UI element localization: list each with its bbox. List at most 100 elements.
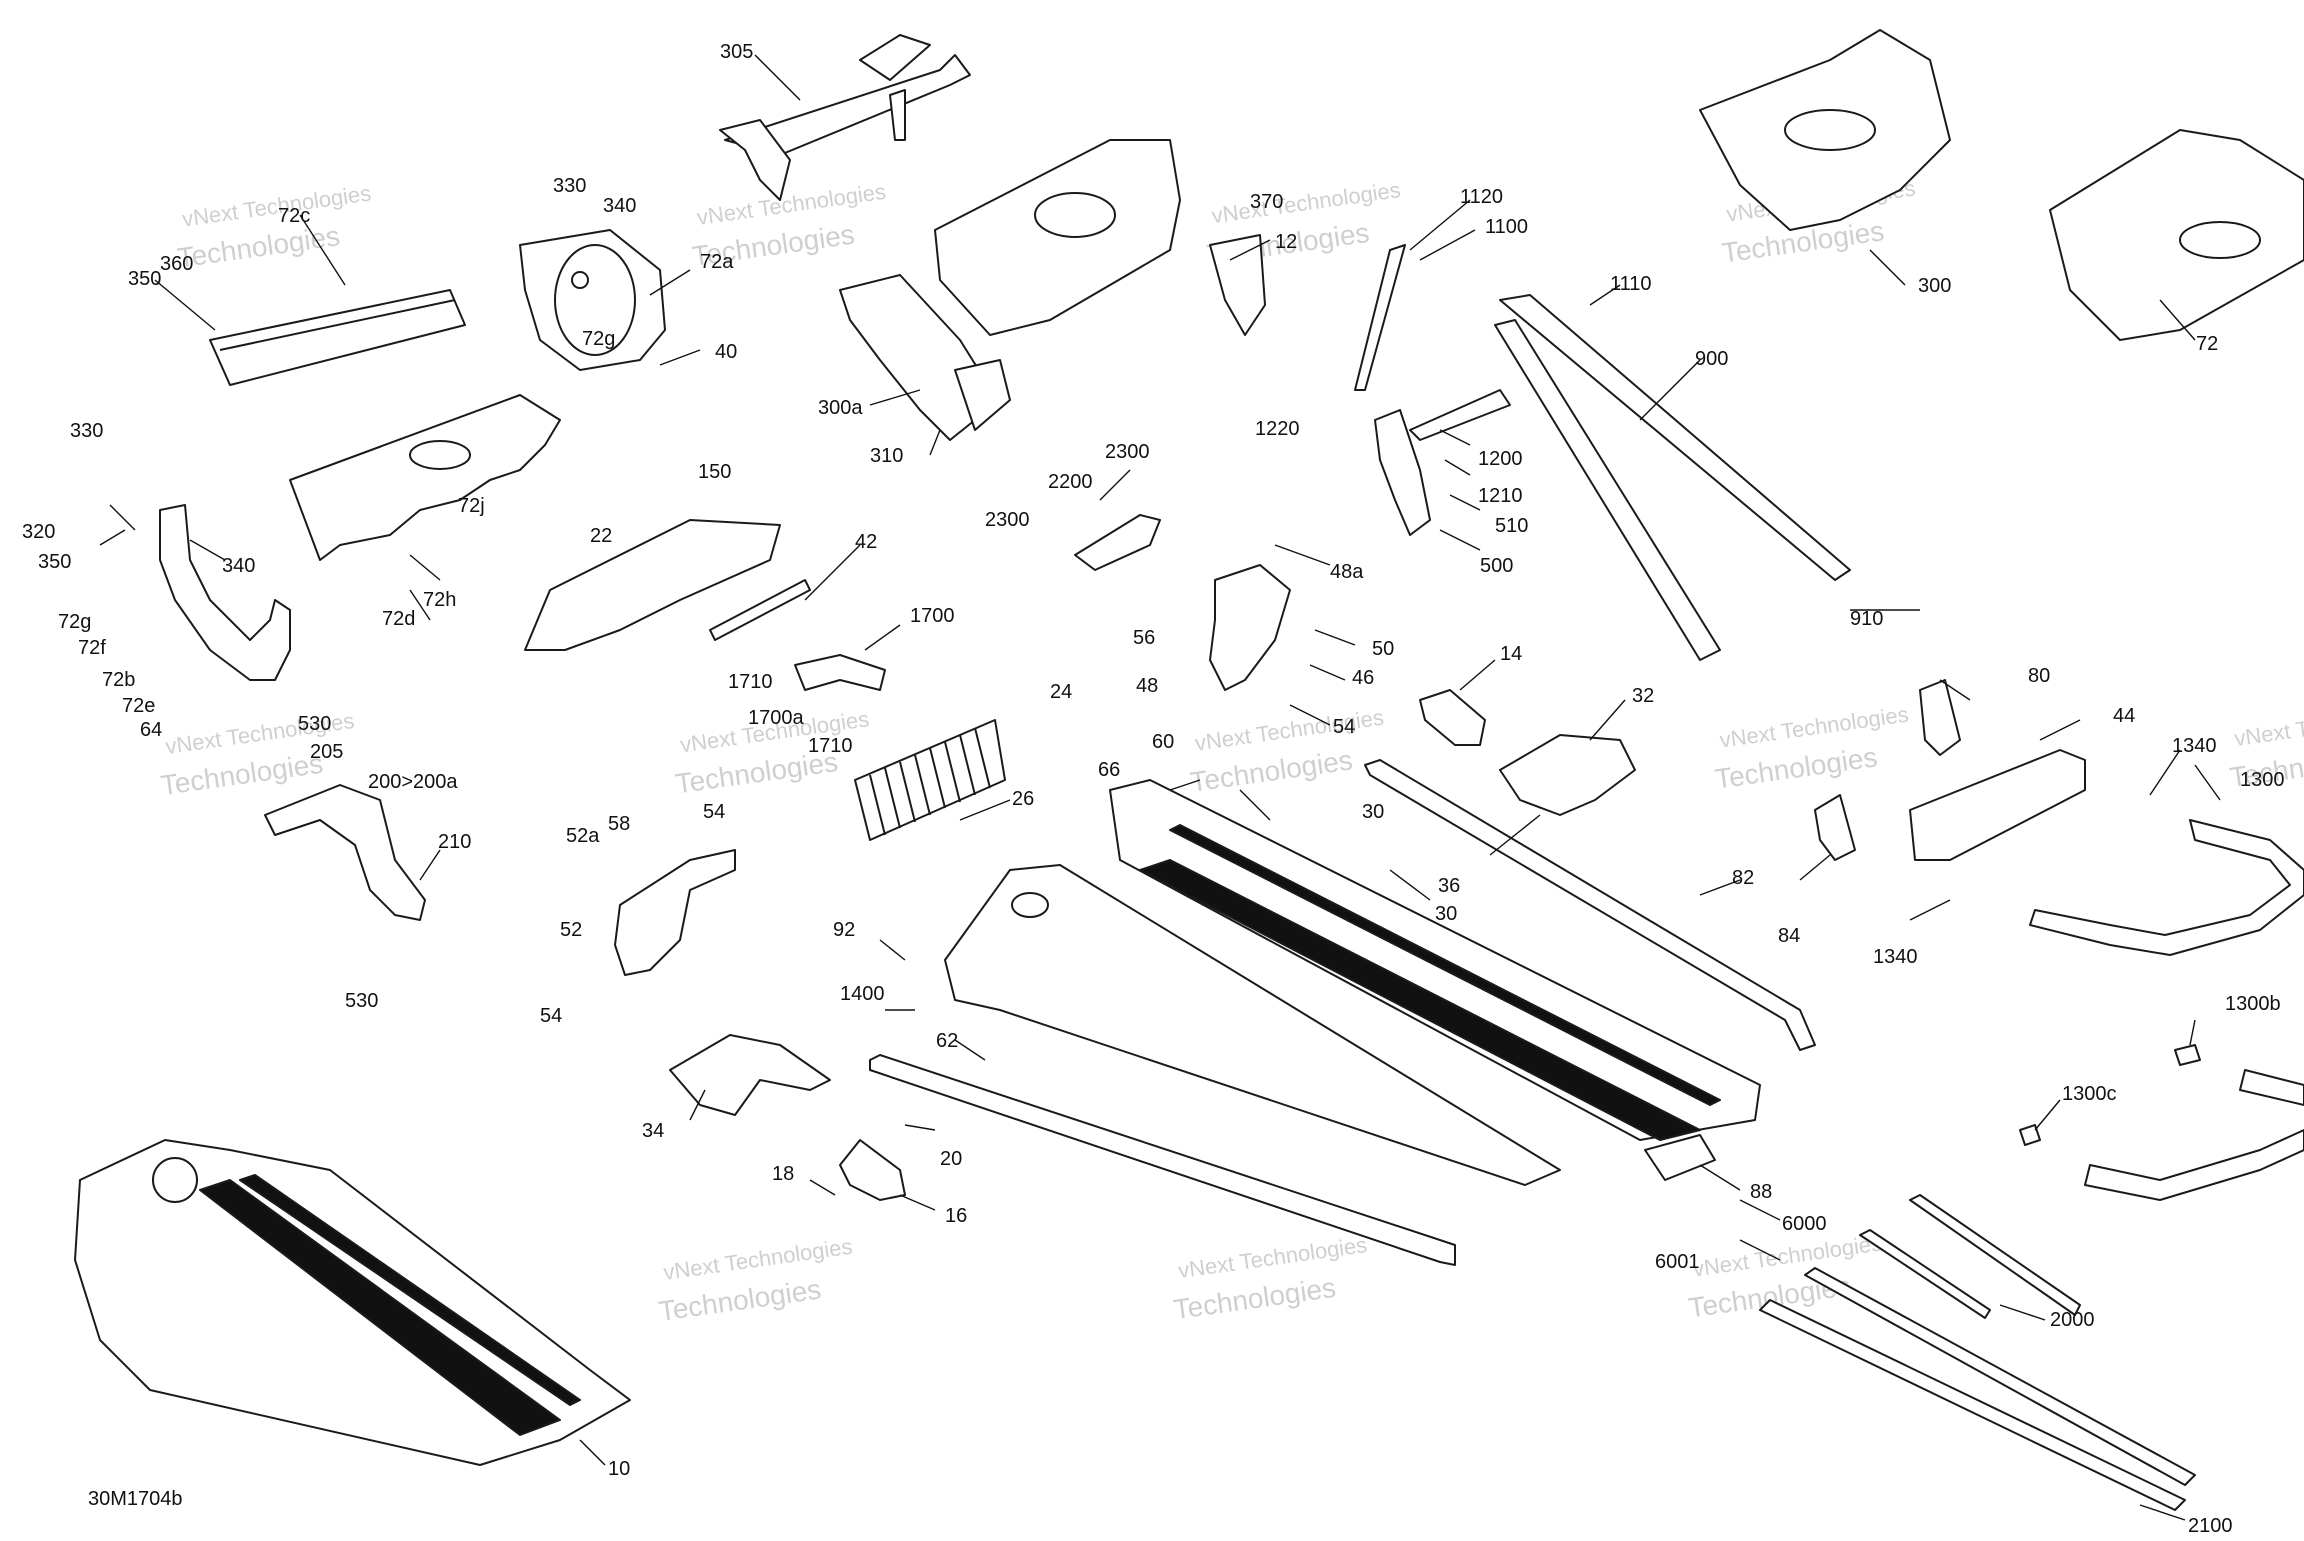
callout-1700a: 1700a	[748, 707, 804, 729]
callout-1710: 1710	[808, 735, 853, 757]
drawing-code: 30M1704b	[88, 1488, 183, 1510]
callout-58: 58	[608, 813, 630, 835]
watermark-text: vNext Technologies	[1718, 701, 1910, 752]
bracket-82	[1814, 794, 1856, 861]
callout-530: 530	[298, 713, 331, 735]
callout-20: 20	[940, 1148, 962, 1170]
side-rail-84	[1364, 759, 1816, 1051]
callout-1710: 1710	[728, 671, 773, 693]
bulkhead-72a	[519, 229, 666, 371]
callout-30: 30	[1435, 903, 1457, 925]
callout-52a: 52a	[566, 825, 600, 847]
callout-310: 310	[870, 445, 903, 467]
rail-2000	[1859, 1194, 2081, 1319]
callout-66: 66	[1098, 759, 1120, 781]
side-frame-72b	[159, 504, 291, 681]
callout-6000: 6000	[1782, 1213, 1827, 1235]
callout-340: 340	[603, 195, 636, 217]
leader-lines	[99, 54, 2221, 1521]
watermark-text: vNext Technologies	[1210, 177, 1402, 228]
callout-18: 18	[772, 1163, 794, 1185]
callout-12: 12	[1275, 231, 1297, 253]
beam-44	[1909, 749, 2086, 861]
callout-340: 340	[222, 555, 255, 577]
bracket-14	[1419, 689, 1486, 746]
bracket-52	[614, 849, 736, 976]
callout-200-200a: 200>200a	[368, 771, 458, 793]
callout-72j: 72j	[458, 495, 485, 517]
callout-1200: 1200	[1478, 448, 1523, 470]
callout-300a: 300a	[818, 397, 863, 419]
side-plate-92	[944, 864, 1561, 1186]
callout-350: 350	[128, 268, 161, 290]
steering-column-900	[1354, 244, 1851, 661]
callout-1340: 1340	[1873, 946, 1918, 968]
tunnel-60	[1109, 779, 1761, 1141]
callout-72c: 72c	[278, 205, 310, 227]
callout-34: 34	[642, 1120, 664, 1142]
callout-210: 210	[438, 831, 471, 853]
callout-1220: 1220	[1255, 418, 1300, 440]
watermark-text: vNext Technologies	[1177, 1232, 1369, 1283]
callout-48: 48	[1136, 675, 1158, 697]
rear-panel-72c	[209, 289, 466, 386]
floor-plate-72j	[289, 394, 561, 561]
callout-30: 30	[1362, 801, 1384, 823]
upright-500	[1374, 409, 1431, 536]
callout-72g: 72g	[58, 611, 91, 633]
callout-2100: 2100	[2188, 1515, 2233, 1536]
bracket-80	[1919, 679, 1961, 756]
callout-330: 330	[70, 420, 103, 442]
callout-16: 16	[945, 1205, 967, 1227]
callout-500: 500	[1480, 555, 1513, 577]
callout-1100: 1100	[1485, 216, 1528, 238]
foot-support-16	[839, 1139, 906, 1201]
front-frame-12	[934, 139, 1266, 336]
callout-labels: 305 330 340 72c 360 350 72a 72g 40 300a …	[22, 41, 2285, 1537]
callout-14: 14	[1500, 643, 1522, 665]
callout-64: 64	[140, 719, 162, 741]
callout-370: 370	[1250, 191, 1283, 213]
callout-72f: 72f	[78, 637, 106, 659]
callout-1400: 1400	[840, 983, 885, 1005]
callout-56: 56	[1133, 627, 1155, 649]
callout-205: 205	[310, 741, 343, 763]
callout-44: 44	[2113, 705, 2135, 727]
callout-88: 88	[1750, 1181, 1772, 1203]
callout-72h: 72h	[423, 589, 456, 611]
callout-36: 36	[1438, 875, 1460, 897]
callout-2300: 2300	[1105, 441, 1150, 463]
callout-26: 26	[1012, 788, 1034, 810]
callout-50: 50	[1372, 638, 1394, 660]
callout-72g: 72g	[582, 328, 615, 350]
chassis-assembly-10	[74, 1139, 631, 1466]
callout-510: 510	[1495, 515, 1528, 537]
callout-2200: 2200	[1048, 471, 1093, 493]
watermark-text: vNext Technologies	[662, 1234, 854, 1285]
callout-900: 900	[1695, 348, 1728, 370]
callout-72e: 72e	[122, 695, 155, 717]
running-board-50	[869, 1054, 1456, 1266]
steering-support-305	[719, 34, 971, 201]
callout-910: 910	[1850, 608, 1883, 630]
callout-2000: 2000	[2050, 1309, 2095, 1331]
bumper-end-1300b	[2174, 1044, 2304, 1106]
callout-1300c: 1300c	[2062, 1083, 2117, 1105]
callout-24: 24	[1050, 681, 1072, 703]
callout-1120: 1120	[1460, 186, 1503, 208]
bracket-2200	[1074, 514, 1161, 571]
callout-54: 54	[540, 1005, 562, 1027]
callout-72d: 72d	[382, 608, 415, 630]
callout-84: 84	[1778, 925, 1800, 947]
callout-32: 32	[1632, 685, 1654, 707]
callout-1210: 1210	[1478, 485, 1523, 507]
bracket-34	[669, 1034, 831, 1116]
callout-46: 46	[1352, 667, 1374, 689]
callout-6001: 6001	[1655, 1251, 1700, 1273]
callout-72a: 72a	[700, 251, 734, 273]
callout-305: 305	[720, 41, 753, 63]
callout-40: 40	[715, 341, 737, 363]
callout-22: 22	[590, 525, 612, 547]
bracket-32	[1499, 734, 1636, 816]
